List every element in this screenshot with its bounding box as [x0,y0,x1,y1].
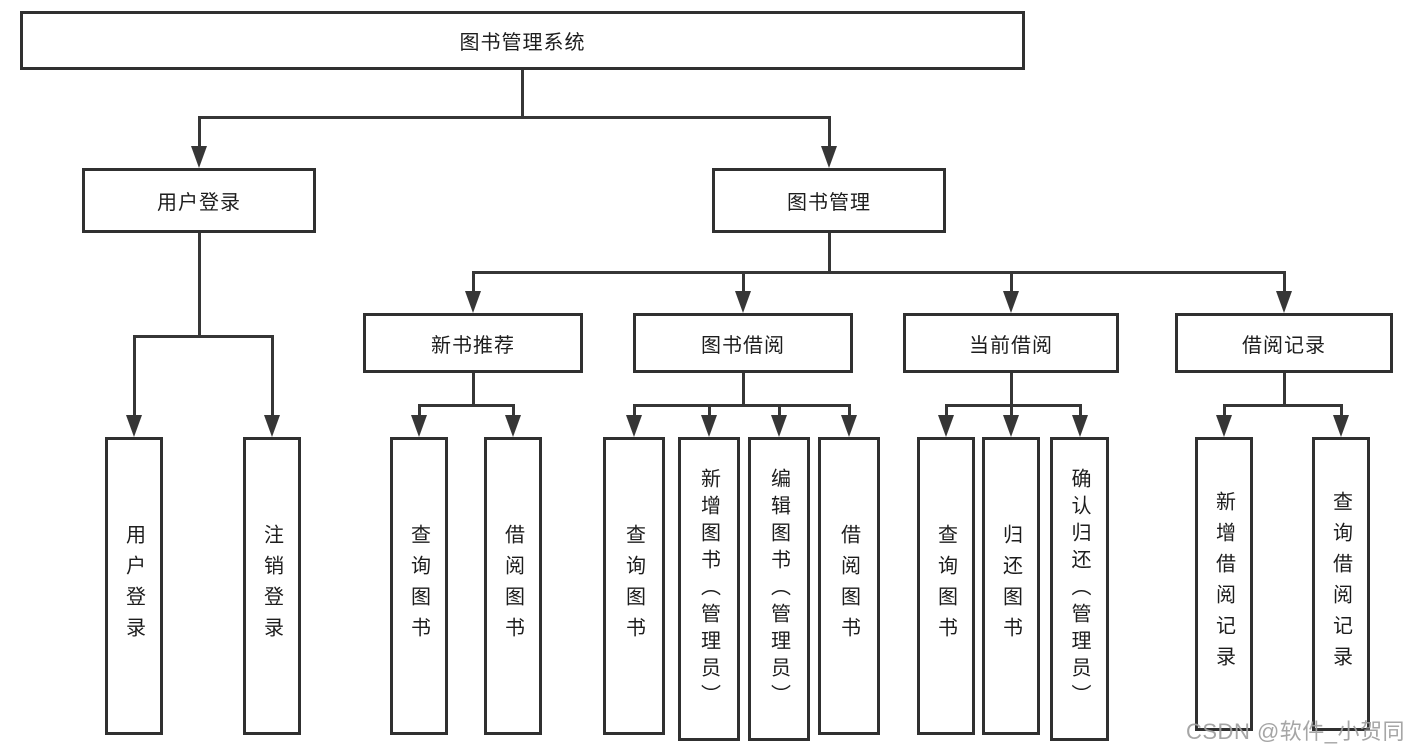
connector-line [1282,271,1286,293]
arrow-down-icon [264,415,280,437]
node-borrow-records-label: 借阅记录 [1242,334,1326,357]
arrow-down-icon [465,291,481,313]
node-root: 图书管理系统 [20,11,1025,70]
connector-line [632,403,851,407]
node-user-login-label: 用户登录 [157,192,241,214]
leaf-bb-borrow-books: 借阅图书 [818,437,880,735]
arrow-down-icon [735,291,751,313]
leaf-bb-edit-books-admin-label: 编辑图书（管理员） [767,467,790,711]
leaf-cb-return-books: 归还图书 [982,437,1040,735]
node-book-borrow-label: 图书借阅 [701,334,785,357]
leaf-bb-add-books-admin: 新增图书（管理员） [678,437,740,741]
arrow-down-icon [505,415,521,437]
connector-line [197,116,201,148]
connector-line [1009,404,1013,417]
arrow-down-icon [821,146,837,168]
leaf-bb-query-books-label: 查询图书 [622,524,645,648]
leaf-br-query-record-label: 查询借阅记录 [1329,491,1352,677]
node-book-management-label: 图书管理 [787,192,871,214]
leaf-nb-borrow-books: 借阅图书 [484,437,542,735]
connector-line [1339,404,1343,417]
connector-line [827,116,831,148]
connector-line [1009,271,1013,293]
node-root-label: 图书管理系统 [459,32,586,54]
connector-line [197,233,201,338]
connector-line [520,70,524,117]
leaf-cb-return-books-label: 归还图书 [999,524,1022,648]
connector-line [1222,403,1343,407]
arrow-down-icon [701,415,717,437]
node-new-book-recommend-label: 新书推荐 [431,334,515,357]
node-book-management: 图书管理 [712,168,946,233]
leaf-br-query-record: 查询借阅记录 [1312,437,1370,731]
leaf-logout-label: 注销登录 [260,524,283,648]
connector-line [1222,404,1226,417]
leaf-logout: 注销登录 [243,437,301,735]
arrow-down-icon [411,415,427,437]
arrow-down-icon [191,146,207,168]
arrow-down-icon [126,415,142,437]
connector-line [944,403,1082,407]
connector-line [471,271,475,293]
leaf-cb-confirm-return-admin-label: 确认归还（管理员） [1068,467,1090,711]
node-current-borrow: 当前借阅 [903,313,1119,373]
leaf-br-add-record: 新增借阅记录 [1195,437,1253,731]
leaf-cb-query-books-label: 查询图书 [934,524,957,648]
connector-line [847,404,851,417]
connector-line [471,270,1286,274]
leaf-user-login: 用户登录 [105,437,163,735]
watermark: CSDN @软件_小贺同学 [1186,719,1405,744]
connector-line [1009,373,1013,407]
leaf-bb-edit-books-admin: 编辑图书（管理员） [748,437,810,741]
connector-line [417,403,515,407]
connector-line [707,404,711,417]
leaf-cb-confirm-return-admin: 确认归还（管理员） [1050,437,1109,741]
connector-line [1282,373,1286,407]
connector-line [827,233,831,274]
leaf-nb-borrow-books-label: 借阅图书 [501,524,524,648]
arrow-down-icon [841,415,857,437]
connector-line [471,373,475,407]
node-user-login: 用户登录 [82,168,316,233]
node-borrow-records: 借阅记录 [1175,313,1393,373]
connector-line [132,335,136,417]
arrow-down-icon [1333,415,1349,437]
leaf-user-login-label: 用户登录 [122,524,145,648]
connector-line [777,404,781,417]
connector-line [511,404,515,417]
node-new-book-recommend: 新书推荐 [363,313,583,373]
arrow-down-icon [1276,291,1292,313]
arrow-down-icon [1003,415,1019,437]
leaf-cb-query-books: 查询图书 [917,437,975,735]
leaf-bb-add-books-admin-label: 新增图书（管理员） [697,467,720,711]
connector-line [632,404,636,417]
connector-line [944,404,948,417]
arrow-down-icon [1072,415,1088,437]
node-current-borrow-label: 当前借阅 [969,334,1053,357]
connector-line [1078,404,1082,417]
arrow-down-icon [771,415,787,437]
connector-line [197,115,831,119]
connector-line [270,335,274,417]
connector-line [741,373,745,407]
node-book-borrow: 图书借阅 [633,313,853,373]
leaf-bb-borrow-books-label: 借阅图书 [837,524,860,648]
connector-line [417,404,421,417]
connector-line [741,271,745,293]
leaf-bb-query-books: 查询图书 [603,437,665,735]
leaf-nb-query-books-label: 查询图书 [407,524,430,648]
arrow-down-icon [1216,415,1232,437]
leaf-nb-query-books: 查询图书 [390,437,448,735]
connector-line [132,334,274,338]
leaf-br-add-record-label: 新增借阅记录 [1212,491,1235,677]
arrow-down-icon [938,415,954,437]
arrow-down-icon [1003,291,1019,313]
arrow-down-icon [626,415,642,437]
